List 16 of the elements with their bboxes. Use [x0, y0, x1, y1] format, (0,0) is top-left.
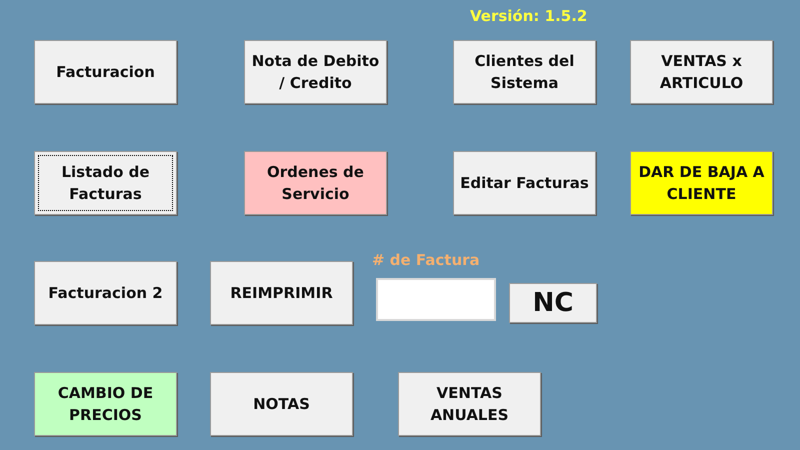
menu-button: Listado de Facturas: [34, 151, 177, 215]
menu-button: CAMBIO DE PRECIOS: [34, 372, 177, 436]
version-label: Versión: 1.5.2: [470, 7, 588, 25]
menu-button: DAR DE BAJA A CLIENTE: [630, 151, 773, 215]
menu-button: NC: [509, 283, 597, 323]
menu-button: Facturacion 2: [34, 261, 177, 325]
menu-button: VENTAS x ARTICULO: [630, 40, 773, 104]
menu-button: Facturacion: [34, 40, 177, 104]
menu-button: Editar Facturas: [453, 151, 596, 215]
menu-button: Ordenes de Servicio: [244, 151, 387, 215]
menu-button: REIMPRIMIR: [210, 261, 353, 325]
menu-button: VENTAS ANUALES: [398, 372, 541, 436]
menu-button: Clientes del Sistema: [453, 40, 596, 104]
field-label: # de Factura: [372, 251, 480, 269]
menu-button: Nota de Debito / Credito: [244, 40, 387, 104]
menu-button: NOTAS: [210, 372, 353, 436]
